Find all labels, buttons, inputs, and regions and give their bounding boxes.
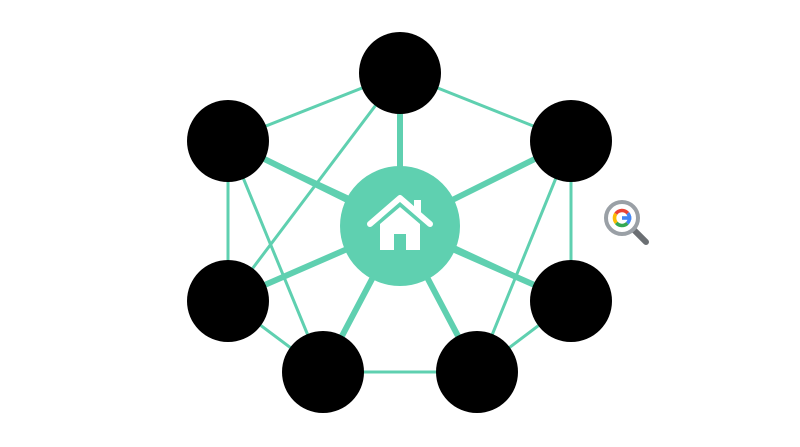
- node-top: [359, 32, 441, 114]
- badge-layer: [604, 200, 649, 245]
- g-yellow-arc: [612, 212, 618, 224]
- g-green-arc: [614, 221, 629, 228]
- node-upper-left: [187, 100, 269, 182]
- home-body: [380, 207, 420, 250]
- node-bottom-left: [282, 331, 364, 413]
- node-lower-left: [187, 260, 269, 342]
- g-red-arc: [614, 208, 630, 215]
- node-upper-right: [530, 100, 612, 182]
- link-upper-left-bottom-left: [226, 139, 325, 374]
- link-top-lower-left: [226, 71, 402, 303]
- home-icon: [367, 195, 433, 250]
- google-search-icon: [604, 200, 649, 245]
- nodes-layer: [187, 32, 612, 413]
- magnifier-handle: [630, 226, 649, 245]
- link-upper-right-bottom-right: [475, 139, 573, 374]
- home-roof: [367, 195, 433, 227]
- home-chimney: [414, 200, 421, 214]
- hub-layer: [340, 166, 460, 286]
- node-bottom-right: [436, 331, 518, 413]
- node-lower-right: [530, 260, 612, 342]
